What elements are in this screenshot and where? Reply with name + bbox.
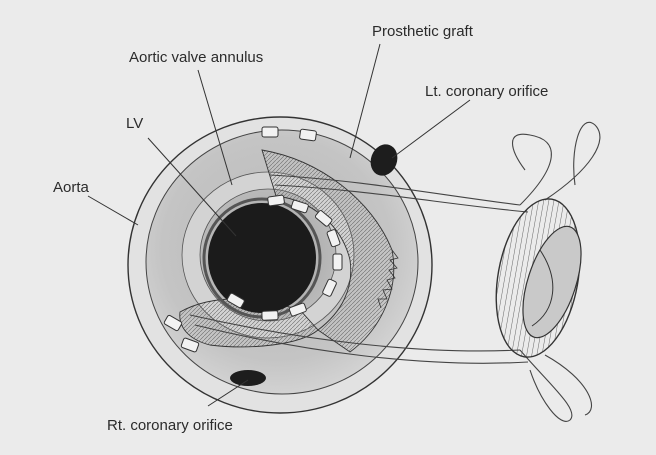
label-rt-coronary-orifice: Rt. coronary orifice — [107, 418, 233, 433]
rt-coronary-orifice-shape — [230, 370, 266, 386]
label-lt-coronary-orifice: Lt. coronary orifice — [425, 84, 548, 99]
label-prosthetic-graft: Prosthetic graft — [372, 24, 473, 39]
lv-opening — [208, 203, 316, 313]
label-aortic-valve-annulus: Aortic valve annulus — [129, 50, 263, 65]
label-lv: LV — [126, 116, 143, 131]
label-aorta: Aorta — [53, 180, 89, 195]
